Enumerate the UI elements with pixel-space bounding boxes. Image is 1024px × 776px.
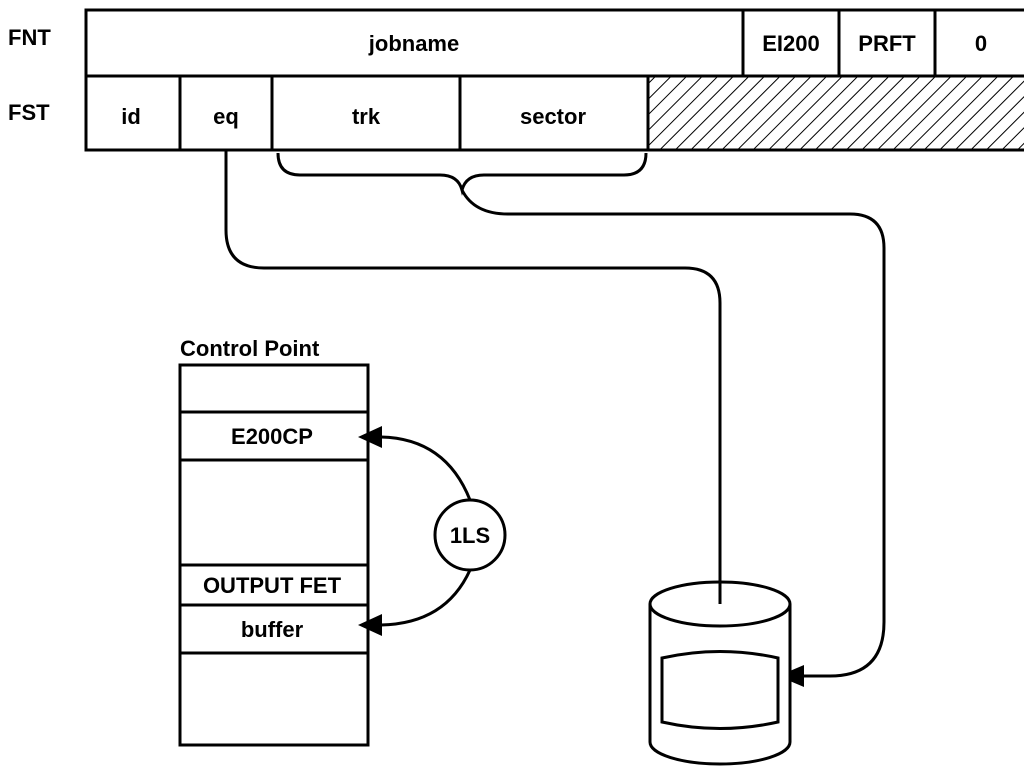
eq-to-disk-connector [224,150,722,604]
processor-circle [433,498,507,572]
fst-field-id: id [121,104,141,129]
fnt-field-jobname: jobname [368,31,459,56]
control-point-buffer: buffer [241,617,304,642]
fst-row-border [84,74,1024,152]
fst-unused-hatch [648,76,1024,150]
control-point-output-fet: OUTPUT FET [203,573,342,598]
buffer-arrowhead [358,614,382,636]
disk-sector-window [660,650,780,730]
processor-label: 1LS [450,523,490,548]
control-point-e200cp: E200CP [231,424,313,449]
control-point-block: E200CP OUTPUT FET buffer [178,363,370,747]
fnt-field-ei200: EI200 [762,31,820,56]
control-point-border [178,363,370,747]
fnt-row: jobname EI200 PRFT 0 [84,8,1024,78]
fst-field-trk: trk [352,104,381,129]
fnt-field-prft: PRFT [858,31,916,56]
sector-to-disk-connector [460,189,886,678]
fst-field-eq: eq [213,104,239,129]
processor-to-buffer-arc [377,569,472,627]
e200cp-arrowhead [358,426,382,448]
fst-label: FST [8,100,50,125]
fnt-field-zero: 0 [975,31,987,56]
control-point-title: Control Point [180,336,320,361]
processor-1ls: 1LS [433,498,507,572]
fst-row: id eq trk sector [84,74,1024,152]
fnt-label: FNT [8,25,51,50]
processor-to-e200cp-arc [377,435,472,501]
fst-field-sector: sector [520,104,586,129]
trk-sector-brace [276,152,648,196]
disk-icon [648,580,792,766]
